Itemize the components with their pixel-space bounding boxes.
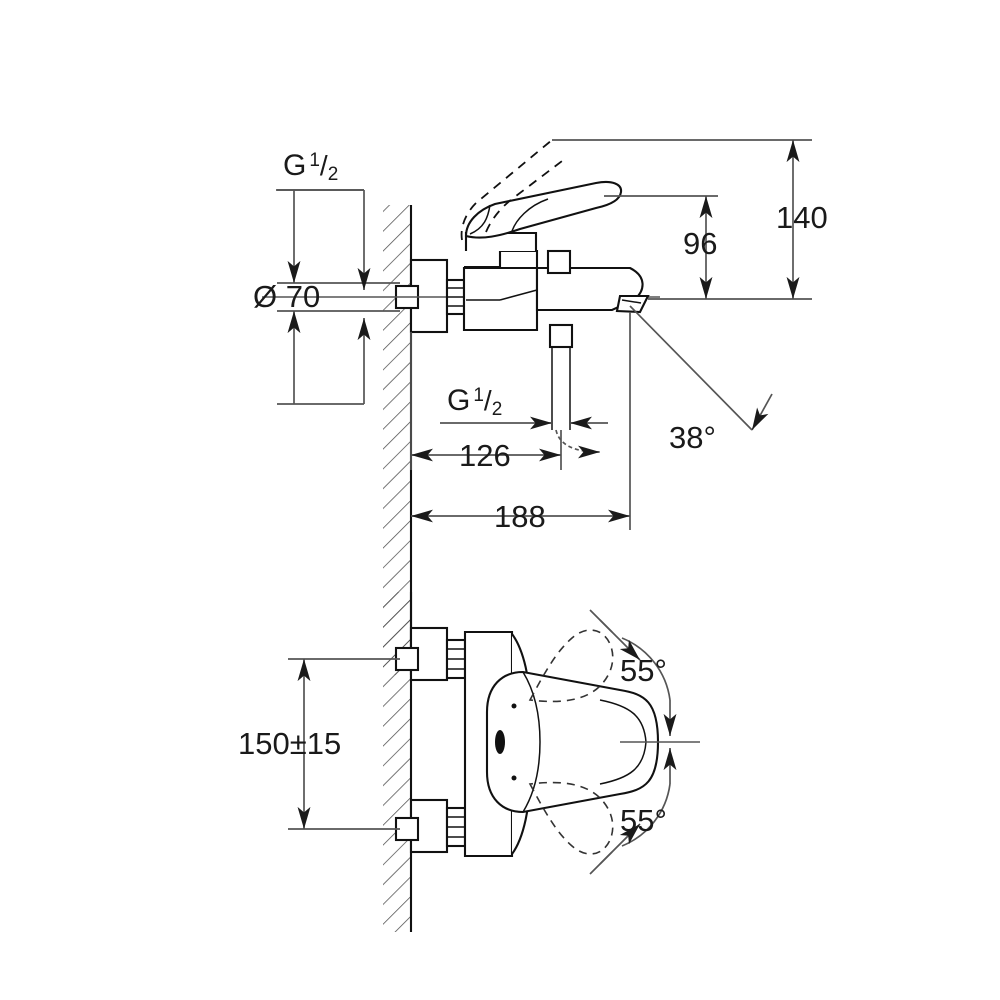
lever-handle-top (464, 180, 623, 239)
dimension-96 (604, 195, 718, 299)
diverter-knob-top (546, 249, 572, 275)
lever-handle-rotated-down-bottom (528, 781, 614, 855)
dimension-126 (410, 332, 562, 470)
lever-handle-rotated-up-bottom (528, 629, 614, 703)
top-view-group (262, 139, 812, 675)
label-55-degree-lower: 55° (620, 803, 667, 838)
bottom-view-group (288, 592, 700, 932)
label-diameter-70: Ø 70 (253, 279, 321, 314)
dimension-140 (552, 139, 812, 300)
label-38-degree: 38° (669, 420, 716, 455)
coupling-nut-lower-bottom (445, 806, 467, 848)
label-150-plus-minus-15: 150±15 (238, 726, 342, 761)
coupling-nut-upper-bottom (445, 638, 467, 680)
mixer-body-top (462, 249, 539, 332)
dimension-55-degree-lower (589, 748, 677, 875)
label-126: 126 (459, 438, 511, 473)
shower-outlet-top (548, 323, 574, 430)
handle-slot-detail (495, 730, 505, 754)
wall-hatching-bottom (383, 592, 413, 932)
dimension-188 (411, 312, 631, 530)
lever-handle-open-position-top (460, 139, 567, 241)
label-140: 140 (776, 200, 828, 235)
dimension-150 (288, 658, 400, 830)
dimension-55-degree-upper (589, 609, 677, 736)
dimension-g-half-upper (276, 189, 400, 405)
dimension-g-half-lower (440, 416, 608, 459)
dimension-38-degree (629, 305, 773, 431)
label-188: 188 (494, 499, 546, 534)
label-55-degree-upper: 55° (620, 653, 667, 688)
coupling-nut-top (445, 278, 466, 316)
spout-tip-top (615, 294, 650, 314)
label-96: 96 (683, 226, 718, 261)
